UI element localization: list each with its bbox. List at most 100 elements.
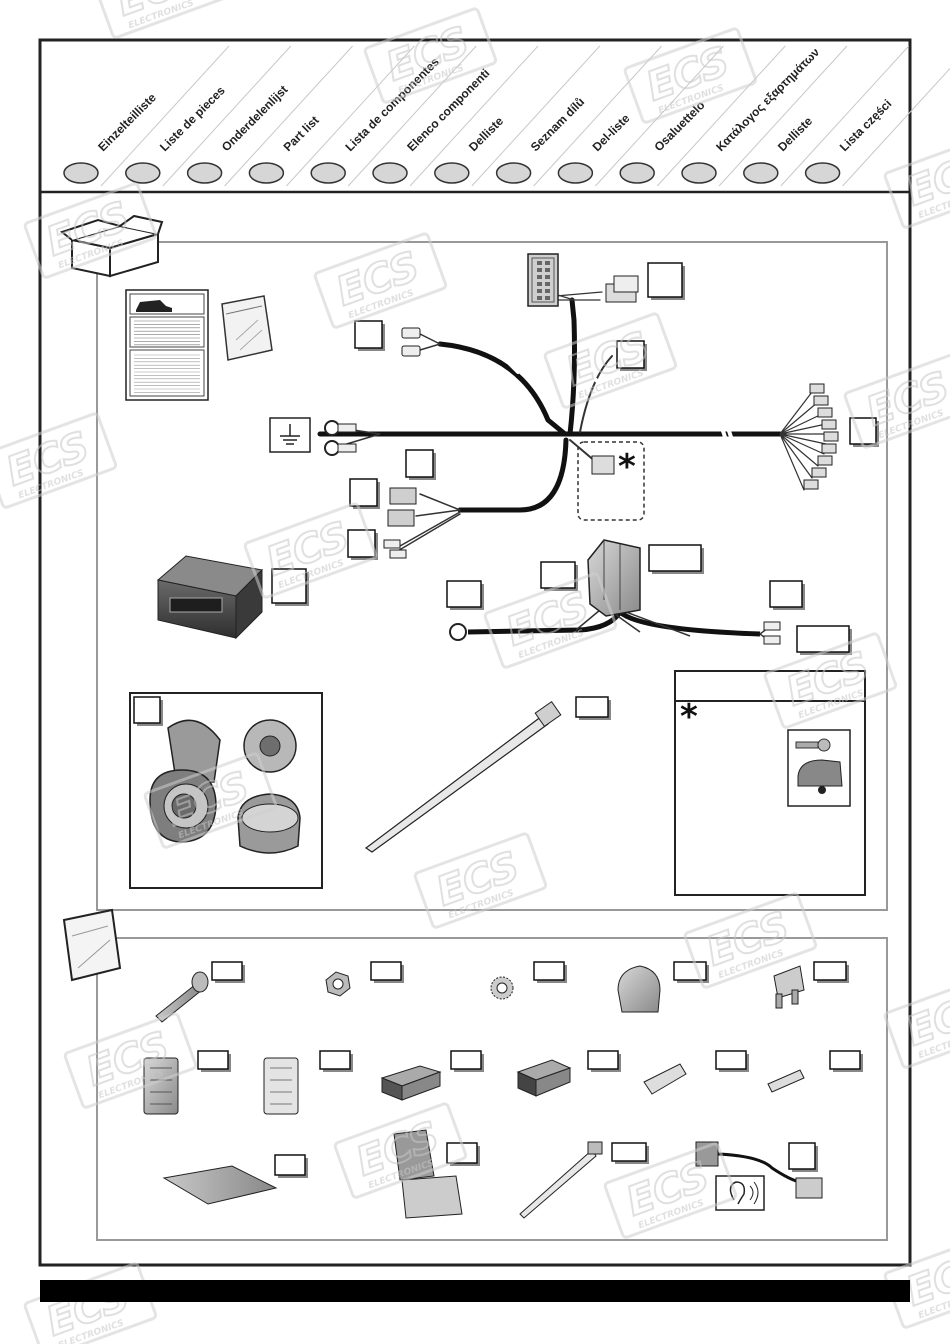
- pin: [537, 282, 542, 286]
- small-cable-tie: [519, 1141, 603, 1219]
- tab-label: Κατάλογος εξαρτημάτων: [713, 45, 822, 154]
- watermark-frame: [143, 752, 278, 849]
- footer-bar: [40, 1280, 910, 1302]
- tab-separator: [842, 67, 950, 187]
- pin: [545, 296, 550, 300]
- tab-separator: [595, 45, 724, 187]
- housing-female: [380, 1065, 442, 1101]
- tab-separator: [224, 45, 353, 187]
- tab-oval[interactable]: [248, 162, 285, 184]
- pin: [545, 275, 550, 279]
- tab-separator: [100, 45, 230, 187]
- watermark-frame: [483, 572, 618, 669]
- kit-panel: [96, 241, 888, 911]
- adhesive-pad: [162, 1165, 278, 1205]
- item-callout-box: [611, 1142, 647, 1162]
- spade-terminal-female: [643, 1063, 687, 1095]
- spade-terminal-male: [767, 1069, 805, 1093]
- item-callout-box: [813, 961, 847, 981]
- pin: [537, 268, 542, 272]
- tab-label: Seznam dílů: [528, 95, 587, 154]
- item-callout-box: [211, 961, 243, 981]
- tab-oval[interactable]: [310, 162, 346, 184]
- ground-icon: [269, 417, 311, 453]
- tab-separator: [656, 45, 786, 187]
- bag-icon: [62, 908, 122, 982]
- tab-oval[interactable]: [63, 162, 99, 184]
- item-callout-box: [349, 478, 378, 507]
- caravan-icon: [797, 759, 843, 794]
- item-callout-box: [533, 961, 565, 981]
- watermark-frame: [413, 832, 548, 929]
- item-callout-box: [648, 544, 702, 572]
- box-icon: [59, 214, 164, 278]
- item-callout-box: [319, 1050, 351, 1070]
- two-pin-plug: [605, 275, 639, 303]
- tab-oval[interactable]: [495, 162, 532, 184]
- connector-pins: [537, 261, 550, 300]
- accessory-panel: [96, 937, 888, 1241]
- buzzer-harness: [695, 1141, 823, 1199]
- pin: [537, 275, 542, 279]
- item-callout-box: [133, 696, 161, 724]
- outer-frame: [38, 38, 912, 1267]
- item-callout-box: [616, 340, 645, 369]
- watermark-frame: [363, 7, 498, 104]
- instruction-sheet-lines: [134, 320, 200, 393]
- watermark-frame: [883, 132, 950, 229]
- tab-separator: [286, 45, 415, 187]
- item-callouts: [133, 262, 879, 1178]
- cable-tie: [364, 701, 562, 853]
- watermark-frame: [313, 232, 448, 329]
- watermark-frame: [63, 1012, 198, 1109]
- watermark-frame: [243, 502, 378, 599]
- watermark-frame: [543, 312, 678, 409]
- relay-harness: [449, 609, 781, 645]
- tab-oval[interactable]: [557, 162, 594, 184]
- item-callout-box: [197, 1050, 229, 1070]
- tab-label: Einzelteilliste: [95, 90, 159, 154]
- item-callout-box: [769, 580, 803, 608]
- pin: [545, 268, 550, 272]
- item-callout-box: [370, 961, 402, 981]
- watermark-frame: [23, 182, 158, 279]
- pin: [545, 289, 550, 293]
- tab-oval[interactable]: [681, 162, 717, 184]
- optional-module-connector: [591, 455, 615, 475]
- tab-oval[interactable]: [619, 162, 655, 184]
- tab-oval[interactable]: [372, 162, 408, 184]
- tab-oval[interactable]: [186, 162, 223, 184]
- tab-separator: [780, 45, 910, 187]
- tab-oval[interactable]: [434, 162, 470, 184]
- watermark-frame: [93, 0, 228, 39]
- tab-oval[interactable]: [804, 162, 841, 184]
- fuse: [773, 965, 805, 1009]
- tab-separator: [718, 45, 848, 187]
- eyelet-terminals: [324, 327, 421, 456]
- tab-separator: [409, 45, 539, 187]
- pin: [545, 261, 550, 265]
- pin: [545, 282, 550, 286]
- tab-separator: [471, 45, 601, 187]
- item-callout-box: [796, 625, 850, 653]
- tab-oval[interactable]: [743, 162, 779, 184]
- item-callout-box: [446, 580, 482, 608]
- tab-oval[interactable]: [125, 162, 161, 184]
- item-callout-box: [450, 1050, 482, 1070]
- pin: [537, 296, 542, 300]
- lock-washer: [490, 976, 514, 1000]
- optional-module-frame: [577, 441, 645, 521]
- relay-block: [587, 539, 641, 617]
- item-callout-box: [587, 1050, 619, 1070]
- tab-label: Delliste: [466, 114, 506, 154]
- tab-separator: [533, 45, 662, 187]
